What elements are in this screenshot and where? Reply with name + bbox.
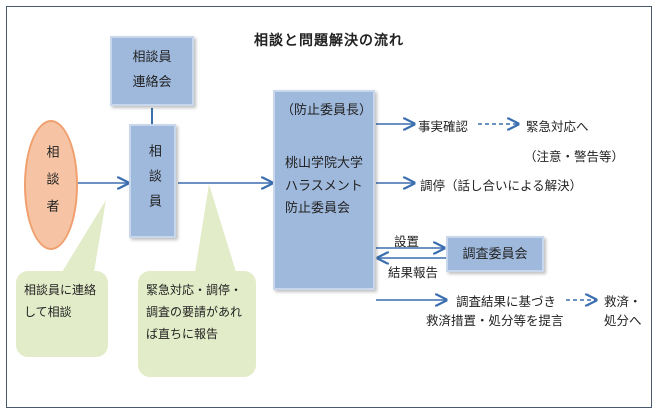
requester-label: 相談者 bbox=[43, 144, 59, 226]
requester-note-bubble: 相談員に連絡 して相談 bbox=[16, 271, 108, 357]
requester-oval: 相談者 bbox=[24, 120, 78, 250]
counselor-note-line3: ば直ちに報告 bbox=[146, 327, 219, 341]
liaison-line1: 相談員 bbox=[132, 50, 172, 66]
mediation-label: 調停（話し合いによる解決） bbox=[420, 178, 583, 193]
report-label: 結果報告 bbox=[388, 265, 439, 280]
counselor-note-line1: 緊急対応・調停・ bbox=[146, 283, 243, 297]
proposal-line2: 救済措置・処分等を提言 bbox=[426, 313, 564, 328]
setup-label: 設置 bbox=[394, 234, 420, 249]
investigation-committee-box: 調査委員会 bbox=[446, 236, 544, 272]
relief-line2: 処分へ bbox=[604, 313, 642, 328]
requester-note-line1: 相談員に連絡 bbox=[24, 283, 97, 297]
counselor-box: 相談員 bbox=[129, 124, 176, 238]
counselor-note-line2: 調査の要請があれ bbox=[146, 305, 243, 319]
liaison-council-box: 相談員 連絡会 bbox=[110, 36, 194, 106]
bubble-tail-left bbox=[62, 200, 106, 272]
counselor-label: 相談員 bbox=[145, 143, 161, 219]
proposal-line1: 調査結果に基づき bbox=[456, 294, 557, 309]
emergency-label: 緊急対応へ bbox=[526, 119, 589, 134]
liaison-line2: 連絡会 bbox=[132, 75, 172, 90]
diagram-title: 相談と問題解決の流れ bbox=[254, 33, 404, 49]
committee-box: （防止委員長） 桃山学院大学 ハラスメント 防止委員会 bbox=[273, 90, 375, 290]
counselor-note-bubble: 緊急対応・調停・ 調査の要請があれ ば直ちに報告 bbox=[138, 271, 256, 377]
committee-chair: （防止委員長） bbox=[281, 103, 373, 118]
requester-note-line2: して相談 bbox=[24, 305, 72, 319]
committee-line1: 桃山学院大学 bbox=[285, 155, 364, 171]
emergency-note-label: （注意・警告等） bbox=[524, 149, 625, 164]
committee-line3: 防止委員会 bbox=[285, 201, 351, 217]
bubble-tail-mid bbox=[195, 184, 236, 272]
investigation-label: 調査委員会 bbox=[462, 246, 528, 262]
committee-line2: ハラスメント bbox=[285, 178, 363, 194]
relief-line1: 救済・ bbox=[604, 294, 642, 309]
fact-check-label: 事実確認 bbox=[418, 119, 469, 134]
